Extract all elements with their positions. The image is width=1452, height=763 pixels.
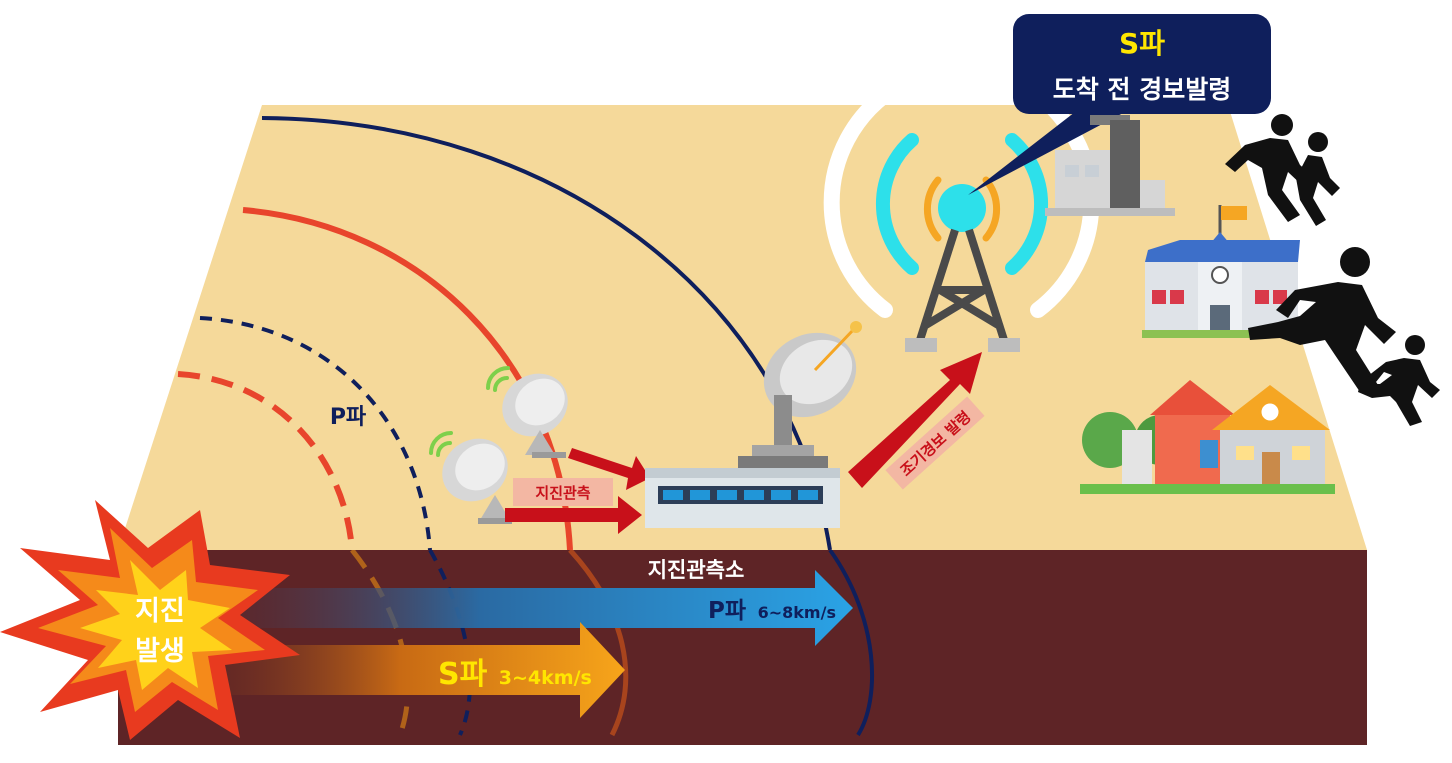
- p-wave-speed-name: P파: [708, 598, 746, 624]
- p-wave-speed-value: 6~8km/s: [758, 603, 836, 622]
- quake-label-line2: 발생: [135, 636, 185, 667]
- station-label: 지진관측소: [648, 558, 745, 582]
- p-wave-label: P파: [330, 405, 367, 430]
- quake-label-line1: 지진: [135, 596, 185, 627]
- s-wave-speed-value: 3~4km/s: [499, 667, 592, 689]
- s-wave-speed-name: S파: [438, 657, 488, 692]
- callout-title: S파: [1119, 27, 1165, 60]
- callout-subtitle: 도착 전 경보발령: [1053, 75, 1231, 104]
- observation-label: 지진관측: [535, 484, 590, 502]
